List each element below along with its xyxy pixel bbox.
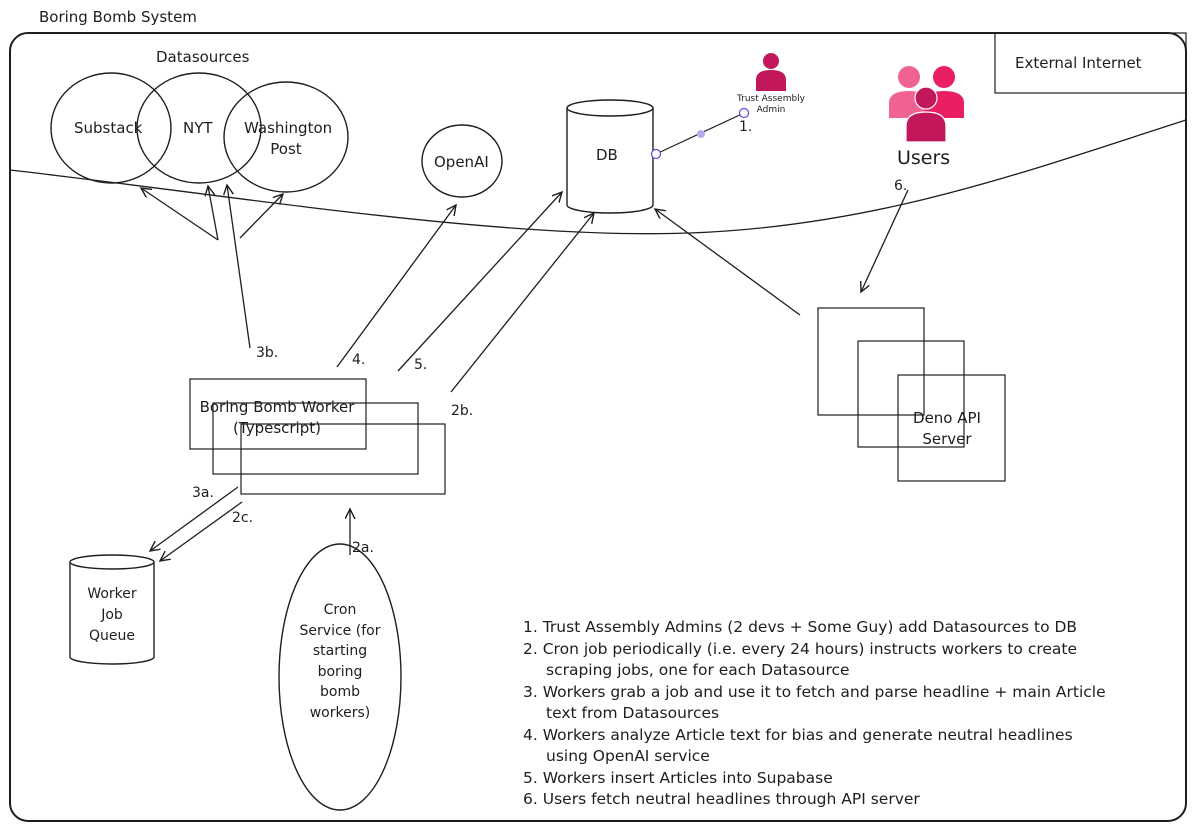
cron-label: Cron Service (for starting boring bomb w… bbox=[299, 602, 381, 721]
arrow-to-nyt bbox=[208, 186, 219, 241]
nyt-node bbox=[136, 72, 262, 184]
arrow-2b bbox=[450, 213, 594, 393]
api-box-3 bbox=[897, 374, 1006, 482]
job-queue-cylinder bbox=[69, 554, 155, 665]
datasources-label: Datasources bbox=[156, 48, 250, 66]
api-server-label: Deno API Server bbox=[913, 409, 981, 448]
worker-box-1 bbox=[189, 378, 367, 450]
arrow-api-to-db bbox=[655, 209, 801, 316]
external-internet-box bbox=[994, 32, 1187, 94]
label-6: 6. bbox=[894, 178, 908, 194]
admin-db-connector bbox=[650, 107, 750, 160]
users-label: Users bbox=[897, 147, 951, 169]
arrow-2c bbox=[160, 501, 243, 561]
step-2: 2. Cron job periodically (i.e. every 24 … bbox=[523, 639, 1078, 658]
arrow-to-washington-post bbox=[239, 194, 283, 239]
worker-box-3 bbox=[240, 423, 446, 495]
api-box-2 bbox=[857, 340, 965, 448]
label-2a: 2a. bbox=[352, 540, 374, 556]
openai-label: OpenAI bbox=[434, 153, 489, 171]
job-queue-label: Worker Job Queue bbox=[87, 586, 137, 644]
washington-post-node bbox=[223, 81, 349, 193]
step-1: 1. Trust Assembly Admins (2 devs + Some … bbox=[523, 618, 1078, 636]
arrow-to-substack bbox=[141, 188, 219, 241]
arrow-3a bbox=[150, 486, 239, 551]
substack-label: Substack bbox=[74, 119, 143, 137]
nyt-label: NYT bbox=[183, 119, 213, 137]
admin-label: Trust Assembly Admin bbox=[736, 94, 806, 115]
db-label: DB bbox=[596, 146, 618, 164]
diagram-title: Boring Bomb System bbox=[39, 8, 197, 26]
label-3b: 3b. bbox=[256, 345, 279, 361]
step-3-cont: text from Datasources bbox=[546, 704, 720, 722]
step-6: 6. Users fetch neutral headlines through… bbox=[523, 790, 920, 808]
openai-node bbox=[421, 124, 503, 198]
db-cylinder bbox=[566, 99, 654, 214]
worker-label: Boring Bomb Worker (Typescript) bbox=[199, 398, 355, 437]
step-4: 4. Workers analyze Article text for bias… bbox=[523, 725, 1073, 744]
arrow-3b bbox=[227, 185, 251, 349]
step-2-cont: scraping jobs, one for each Datasource bbox=[546, 661, 850, 679]
arrow-6 bbox=[861, 189, 909, 292]
admin-person-icon bbox=[756, 53, 786, 91]
system-boundary bbox=[9, 32, 1187, 822]
arrow-4 bbox=[336, 205, 456, 368]
cron-service-node bbox=[278, 543, 402, 811]
internet-boundary-line bbox=[9, 119, 1187, 235]
washington-post-label: Washington Post bbox=[244, 119, 333, 158]
label-3a: 3a. bbox=[192, 485, 214, 501]
label-2c: 2c. bbox=[232, 510, 254, 526]
label-5: 5. bbox=[414, 357, 428, 373]
step-4-cont: using OpenAI service bbox=[546, 747, 710, 765]
users-group-icon bbox=[889, 66, 964, 143]
substack-node bbox=[50, 72, 172, 184]
external-internet-label: External Internet bbox=[1015, 54, 1142, 72]
label-2b: 2b. bbox=[451, 403, 474, 419]
label-1: 1. bbox=[739, 119, 753, 135]
arrow-5 bbox=[397, 192, 562, 372]
api-box-1 bbox=[817, 307, 925, 416]
label-4: 4. bbox=[352, 352, 366, 368]
step-5: 5. Workers insert Articles into Supabase bbox=[523, 768, 833, 787]
step-3: 3. Workers grab a job and use it to fetc… bbox=[523, 682, 1106, 701]
worker-box-2 bbox=[212, 402, 419, 475]
steps-legend: 1. Trust Assembly Admins (2 devs + Some … bbox=[523, 617, 1183, 811]
